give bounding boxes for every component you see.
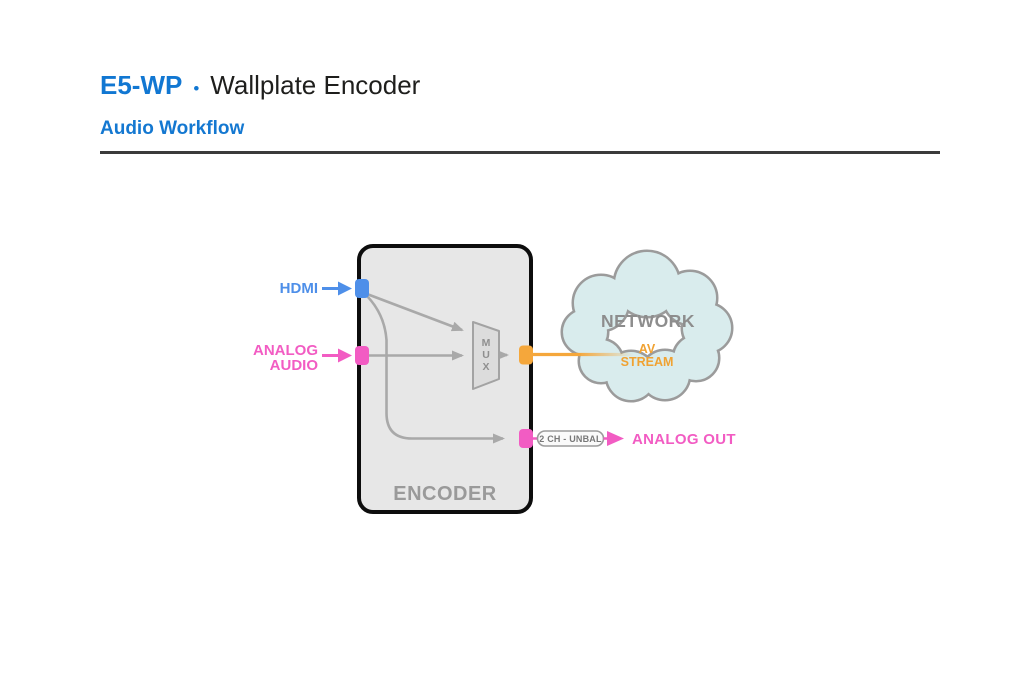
divider-rule bbox=[100, 151, 940, 154]
encoder-label: ENCODER bbox=[393, 483, 497, 505]
signal-line-hdmi-to-mux bbox=[366, 292, 464, 332]
network-cloud bbox=[560, 249, 734, 403]
analog-audio-arrow bbox=[322, 348, 352, 363]
mux-letter-x: X bbox=[482, 361, 489, 373]
badge-2ch-unbal: 2 CH - UNBAL bbox=[536, 430, 605, 447]
mux-letter-u: U bbox=[482, 349, 490, 361]
analog-out-arrow bbox=[603, 431, 624, 446]
hdmi-connector bbox=[355, 279, 369, 298]
mux-letter-m: M bbox=[482, 337, 491, 349]
av-stream-label-line1: AV bbox=[639, 342, 656, 356]
page-title: E5-WP • Wallplate Encoder bbox=[100, 72, 420, 102]
analog-audio-connector bbox=[355, 346, 369, 365]
section-title: Audio Workflow bbox=[100, 118, 245, 139]
title-bullet: • bbox=[193, 79, 200, 98]
analog-audio-label-line2: AUDIO bbox=[270, 357, 319, 374]
hdmi-arrow bbox=[322, 281, 352, 296]
analog-out-label: ANALOG OUT bbox=[632, 431, 736, 448]
analog-out-connector bbox=[519, 429, 533, 448]
product-code: E5-WP bbox=[100, 70, 183, 100]
product-name: Wallplate Encoder bbox=[210, 70, 421, 100]
hdmi-label: HDMI bbox=[280, 280, 318, 297]
encoder-box bbox=[357, 244, 533, 514]
badge-2ch-unbal-label: 2 CH - UNBAL bbox=[539, 434, 602, 444]
av-stream-connector bbox=[519, 345, 533, 365]
analog-audio-label-line1: ANALOG bbox=[253, 342, 318, 359]
network-label: NETWORK bbox=[601, 311, 695, 331]
mux-shape bbox=[472, 321, 500, 390]
av-stream-label-line2: STREAM bbox=[621, 355, 674, 369]
signal-line-hdmi-to-analog-out bbox=[365, 294, 505, 444]
